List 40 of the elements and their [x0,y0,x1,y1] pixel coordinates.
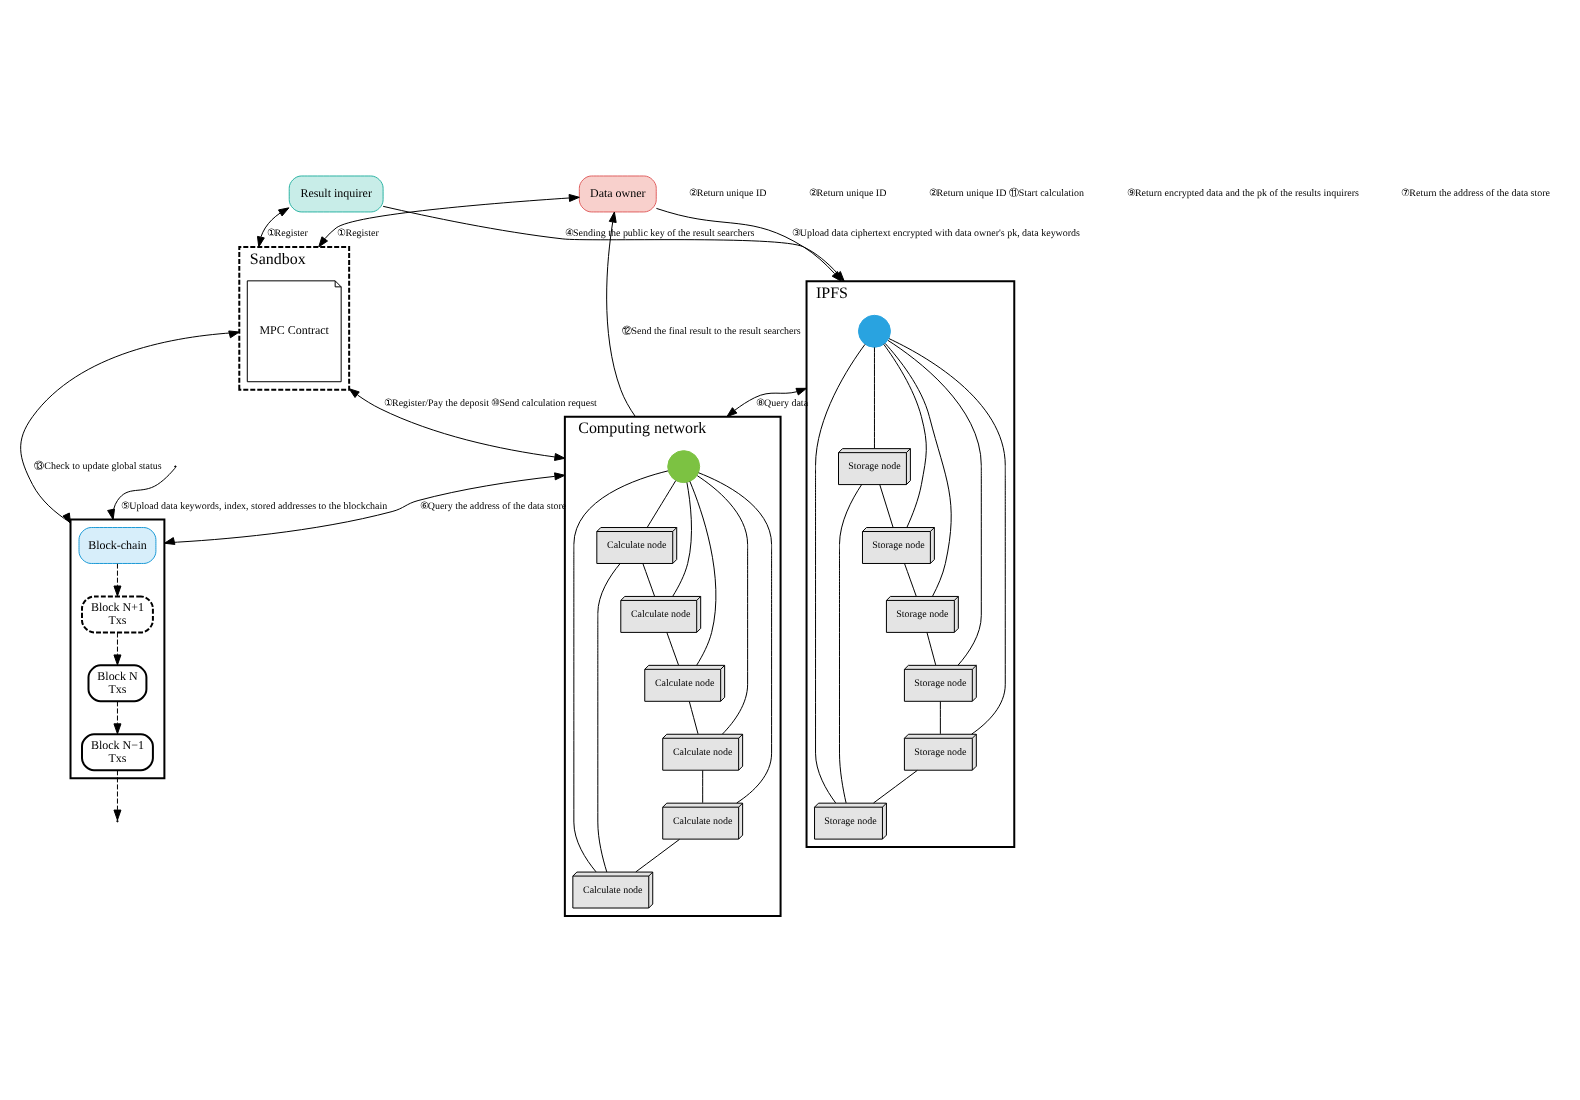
connector [642,563,655,597]
arrow [726,387,808,418]
connector [839,484,863,804]
arrow [113,701,122,735]
connector [888,338,1006,735]
connector [696,475,749,735]
connector [689,480,717,666]
arrow [113,769,122,821]
cluster [69,518,166,780]
arrow [655,207,842,282]
connector [939,701,941,735]
connector [597,563,621,873]
connector [873,769,918,804]
connector [573,470,669,873]
connector [702,769,704,804]
arrow [257,207,290,248]
connector [666,632,679,666]
connector [635,838,681,873]
connector [887,339,982,666]
connector [688,701,699,735]
connector [883,343,927,528]
arrow [20,330,240,525]
connector [884,342,952,597]
arrow [348,388,566,461]
connector [873,346,875,449]
arrow [163,472,566,545]
connector [926,632,937,666]
connector [815,343,866,804]
node-circle [667,450,701,484]
node-circle [857,314,891,348]
connector [698,472,773,804]
arrow [107,467,176,521]
arrow [318,194,580,248]
arrow [113,632,122,666]
connector [672,482,692,597]
connector [904,563,917,597]
arrow [113,563,122,597]
connector [646,480,677,528]
connector [879,484,894,528]
arrow [606,211,636,418]
